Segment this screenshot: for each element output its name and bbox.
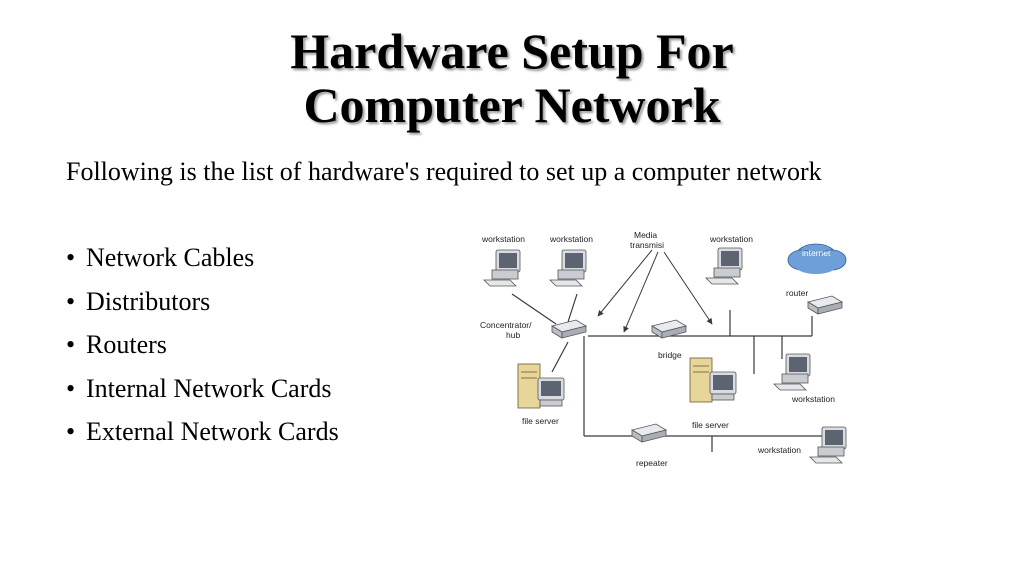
bullet-marker: • <box>66 373 76 403</box>
workstation-icon <box>773 353 811 391</box>
slide-subtitle: Following is the list of hardware's requ… <box>66 157 822 186</box>
bullet-marker: • <box>66 286 76 316</box>
workstation-icon <box>705 247 743 285</box>
workstation-icon <box>809 426 847 464</box>
hub-icon <box>551 319 587 339</box>
label-workstation: workstation <box>757 445 801 455</box>
file-server-icon <box>517 363 565 409</box>
label-hub: hub <box>506 330 520 340</box>
list-item-text: External Network Cards <box>86 417 339 446</box>
file-server-icon <box>689 357 737 403</box>
bullet-marker: • <box>66 243 76 272</box>
label-concentrator: Concentrator/ <box>480 320 532 330</box>
list-item-text: Network Cables <box>86 243 255 272</box>
media-arrows <box>597 249 713 333</box>
label-workstation: workstation <box>709 234 753 244</box>
network-diagram: workstation workstation Media transmisi … <box>480 230 847 468</box>
label-transmisi: transmisi <box>630 240 664 250</box>
list-item: • External Network Cards <box>66 414 339 458</box>
label-bridge: bridge <box>658 350 682 360</box>
slide-title: Hardware Setup For Computer Network <box>0 24 1024 132</box>
list-item-text: Distributors <box>86 286 211 316</box>
hardware-list: • Network Cables • Distributors • Routers •… <box>66 240 339 458</box>
label-router: router <box>786 288 808 298</box>
label-workstation: workstation <box>549 234 593 244</box>
bullet-marker: • <box>66 417 76 446</box>
list-item: • Routers <box>66 327 339 371</box>
label-file-server: file server <box>522 416 559 426</box>
repeater-icon <box>631 423 667 443</box>
list-item: • Internal Network Cards <box>66 371 339 415</box>
workstation-icon <box>483 249 521 287</box>
label-repeater: repeater <box>636 458 668 468</box>
list-item: • Distributors <box>66 284 339 328</box>
label-media: Media <box>634 230 657 240</box>
title-line-1: Hardware Setup For <box>290 23 734 79</box>
label-workstation: workstation <box>481 234 525 244</box>
router-icon <box>807 295 843 315</box>
bridge-icon <box>651 319 687 339</box>
label-file-server: file server <box>692 420 729 430</box>
label-workstation: workstation <box>791 394 835 404</box>
title-line-2: Computer Network <box>303 77 721 133</box>
label-internet: internet <box>802 248 831 258</box>
list-item-text: Internal Network Cards <box>86 373 332 403</box>
workstation-icon <box>549 249 587 287</box>
list-item-text: Routers <box>86 330 167 359</box>
bullet-marker: • <box>66 330 76 359</box>
internet-cloud-icon <box>787 243 847 274</box>
list-item: • Network Cables <box>66 240 339 284</box>
